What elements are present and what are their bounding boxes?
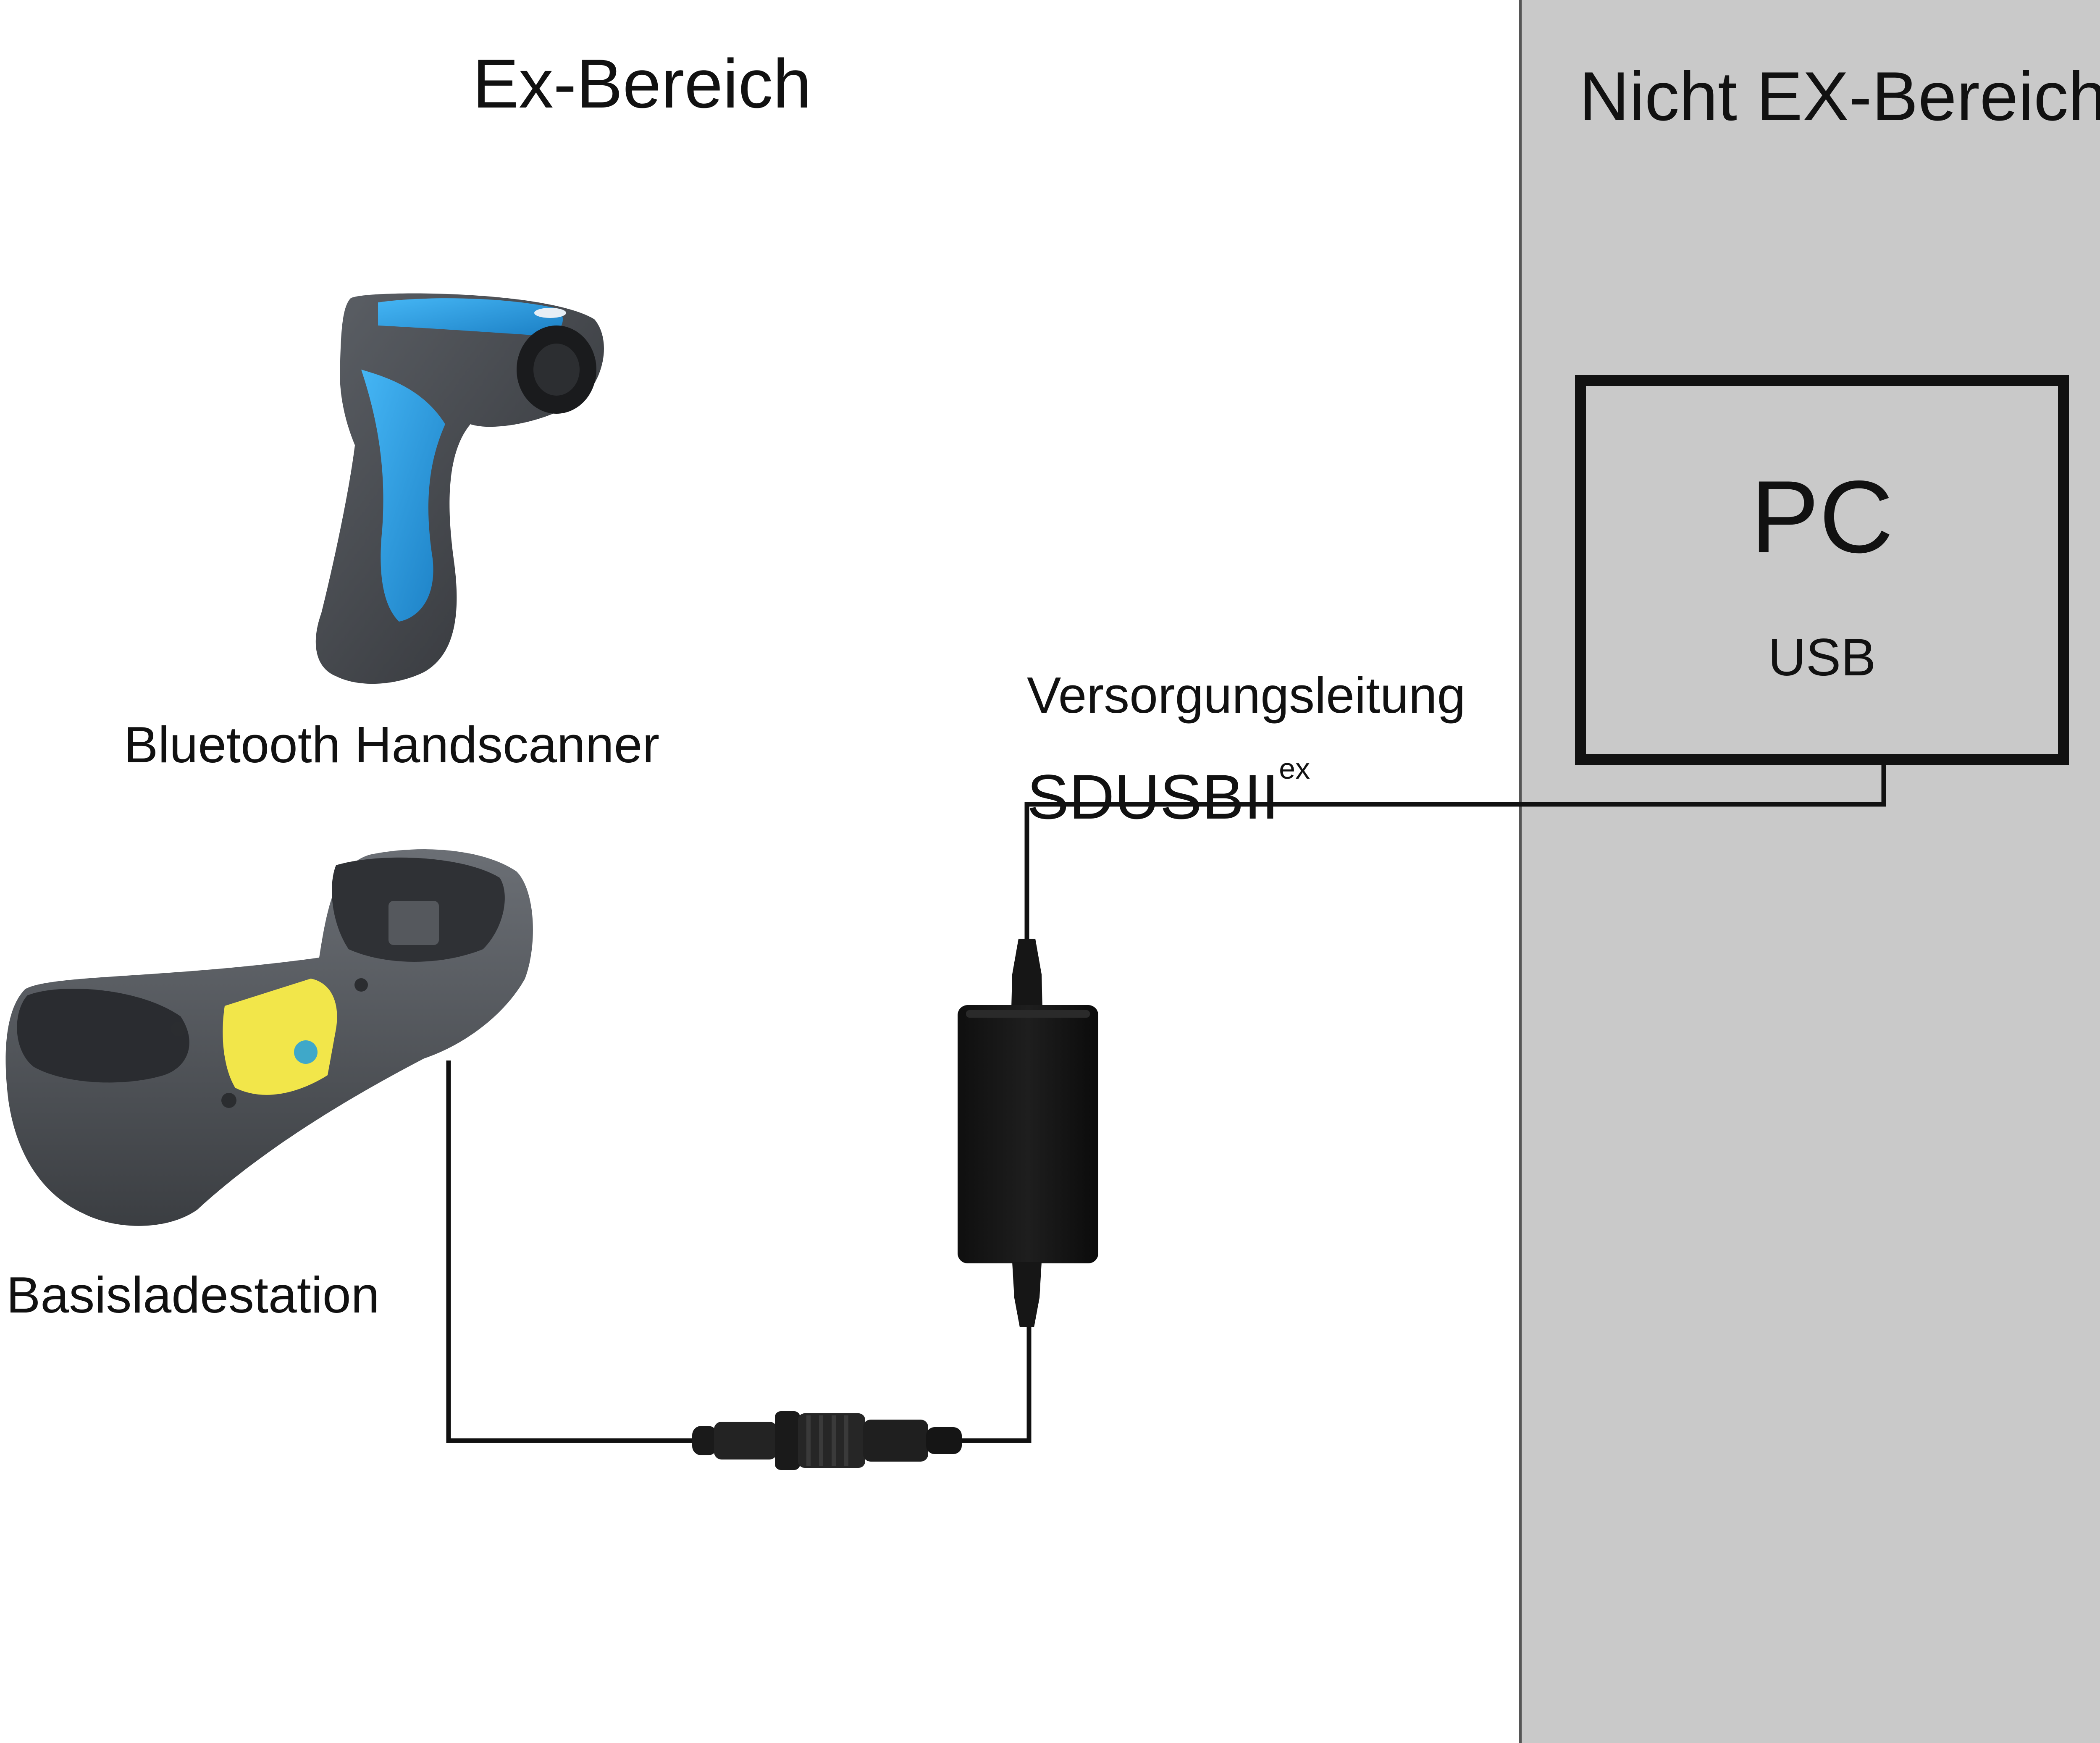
cable-type-name: SDUSBII <box>1027 761 1279 832</box>
wire-connector-to-psu <box>960 1325 1032 1443</box>
cable-label-line2: SDUSBIIex <box>1027 729 1466 837</box>
pc-box: PC USB <box>1575 375 2069 765</box>
ex-zone-title: Ex-Bereich <box>472 45 811 122</box>
pc-title: PC <box>1750 459 1894 574</box>
handscanner-label: Bluetooth Handscanner <box>124 716 659 773</box>
base-station-label: Basisladestation <box>6 1266 379 1323</box>
inline-connector-icon <box>692 1411 962 1470</box>
non-ex-zone-title: Nicht EX-Bereich <box>1579 58 2100 135</box>
non-ex-zone <box>1519 0 2100 1743</box>
handscanner-icon <box>315 293 604 684</box>
base-station-icon <box>5 849 533 1226</box>
cable-wires <box>446 765 1886 1443</box>
cable-label-line1: Versorgungsleitung <box>1027 667 1466 724</box>
power-supply-icon <box>958 939 1098 1327</box>
pc-usb-label: USB <box>1768 628 1876 687</box>
wire-psu-to-pc <box>1024 765 1886 941</box>
cable-type-superscript: ex <box>1279 752 1310 785</box>
wire-base-to-connector <box>446 1060 697 1443</box>
cable-label: Versorgungsleitung SDUSBIIex <box>1027 662 1466 837</box>
